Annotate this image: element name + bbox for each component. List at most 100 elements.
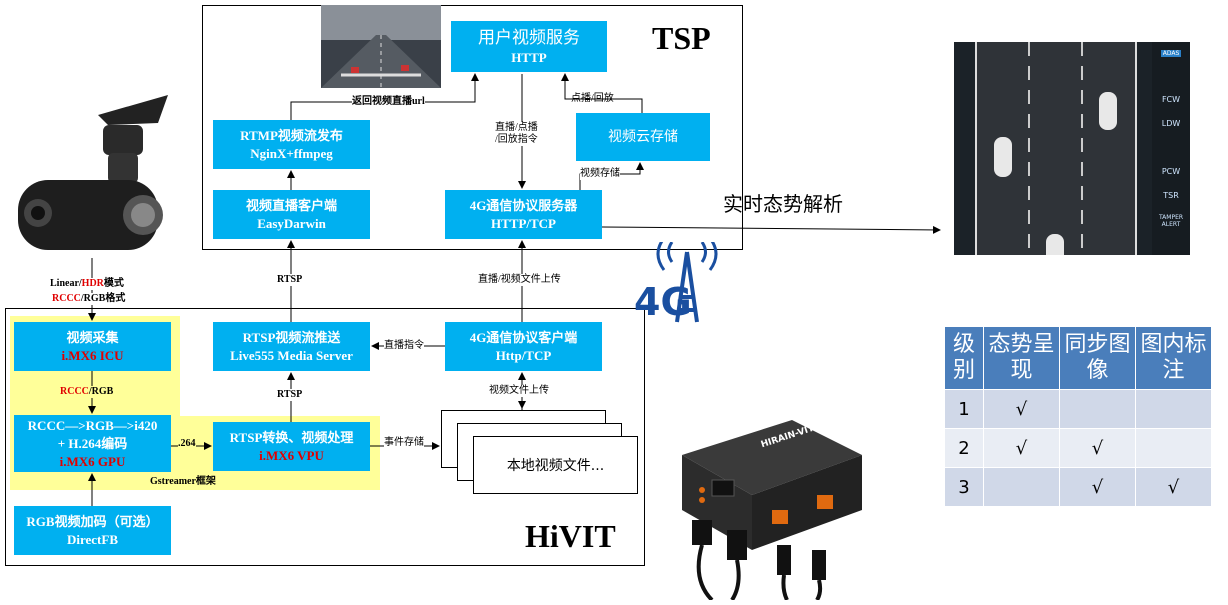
logo-4g: 4G <box>632 237 742 332</box>
rgb-overlay-line1: RGB视频加码（可选） <box>26 513 159 529</box>
rtsp-convert-box: RTSP转换、视频处理 i.MX6 VPU <box>213 422 370 471</box>
rtsp-push-line1: RTSP视频流推送 <box>242 329 341 345</box>
hmi-item-fcw: FCW <box>1161 95 1181 104</box>
arrow-playback <box>561 73 643 113</box>
label-event-store: 事件存储 <box>384 437 424 449</box>
cell <box>983 467 1060 507</box>
realtime-analysis-label: 实时态势解析 <box>723 192 843 216</box>
user-video-service-box: 用户视频服务 HTTP <box>451 21 607 72</box>
rtsp-push-line2: Live555 Media Server <box>230 347 353 363</box>
live-client-line1: 视频直播客户端 <box>245 197 337 213</box>
label-rtsp-b: RTSP <box>277 389 303 401</box>
rtmp-publish-box: RTMP视频流发布 NginX+ffmpeg <box>213 120 370 169</box>
live-client-box: 视频直播客户端 EasyDarwin <box>213 190 370 239</box>
hmi-item-ldw: LDW <box>1161 119 1181 128</box>
label-rgb-part: /RGB <box>88 386 114 397</box>
label-upload-a: 直播/视频文件上传 <box>478 274 561 286</box>
cell: √ <box>1135 467 1212 507</box>
label-rtsp-a: RTSP <box>277 274 303 286</box>
road-hmi-screen: ADAS FCW LDW PCW TSR TAMPER ALERT <box>954 42 1190 255</box>
rgb-overlay-box: RGB视频加码（可选） DirectFB <box>14 506 171 555</box>
local-file-label: 本地视频文件... <box>506 458 605 474</box>
label-gstreamer: Gstreamer框架 <box>150 476 216 488</box>
label-mode: Linear/HDR模式 <box>50 278 124 290</box>
road-lanes-art <box>975 42 1137 255</box>
device-art <box>682 420 862 602</box>
server-4g-line1: 4G通信协议服务器 <box>469 197 578 213</box>
logo-4g-text: 4G <box>634 280 692 324</box>
label-mode-suffix: 模式 <box>103 278 124 289</box>
cloud-storage-box: 视频云存储 <box>576 113 710 161</box>
rtsp-push-box: RTSP视频流推送 Live555 Media Server <box>213 322 370 371</box>
level-table: 级别 态势呈现 同步图像 图内标注 1 √ 2 √ √ 3 √ √ <box>944 326 1212 507</box>
cell: 1 <box>944 389 984 429</box>
label-play-back: 点播/回放 <box>571 93 614 104</box>
server-4g-box: 4G通信协议服务器 HTTP/TCP <box>445 190 602 239</box>
user-video-line2: HTTP <box>511 49 547 65</box>
cell: 3 <box>944 467 984 507</box>
client-4g-line1: 4G通信协议客户端 <box>469 329 578 345</box>
cell: √ <box>1059 467 1136 507</box>
label-upload-b: 视频文件上传 <box>489 385 549 397</box>
encode-line2: + H.264编码 <box>57 435 128 451</box>
hivit-frame <box>5 308 645 566</box>
encode-line3: i.MX6 GPU <box>59 453 126 469</box>
user-video-line1: 用户视频服务 <box>478 27 580 48</box>
rtsp-conv-line1: RTSP转换、视频处理 <box>229 429 354 445</box>
cell: 2 <box>944 428 984 468</box>
arrow-realtime <box>601 225 941 234</box>
hmi-item-tamper: TAMPER ALERT <box>1158 214 1184 228</box>
tsp-frame <box>202 5 743 250</box>
label-mode-linear: Linear/ <box>50 278 82 289</box>
header-situation: 态势呈现 <box>983 326 1060 390</box>
label-return-url: 返回视频直播url <box>352 96 425 108</box>
dashcam-camera-illustration <box>18 95 168 250</box>
rtsp-conv-line2: i.MX6 VPU <box>259 447 324 463</box>
cell: √ <box>983 389 1060 429</box>
label-live-cmd: 直播指令 <box>384 340 424 352</box>
server-4g-line2: HTTP/TCP <box>490 215 556 231</box>
encode-line1: RCCC—>RGB—>i420 <box>27 417 158 433</box>
label-video-store: 视频存储 <box>580 168 620 180</box>
label-rccc-part: RCCC <box>60 386 89 397</box>
road-screen-thumbnail <box>321 5 441 88</box>
hirain-vit-device: HIRAIN-VIT <box>672 400 872 602</box>
road-thumbnail-art <box>321 5 441 88</box>
client-4g-line2: Http/TCP <box>495 347 552 363</box>
header-level: 级别 <box>944 326 984 390</box>
client-4g-box: 4G通信协议客户端 Http/TCP <box>445 322 602 371</box>
local-file-doc-front: 本地视频文件... <box>473 436 638 494</box>
encode-box: RCCC—>RGB—>i420 + H.264编码 i.MX6 GPU <box>14 415 171 472</box>
rtmp-line1: RTMP视频流发布 <box>240 127 343 143</box>
cloud-line1: 视频云存储 <box>608 129 678 145</box>
capture-line2: i.MX6 ICU <box>61 347 124 363</box>
hmi-side-panel: ADAS FCW LDW PCW TSR TAMPER ALERT <box>1152 42 1190 255</box>
cell <box>1059 389 1136 429</box>
label-format-rccc: RCCC <box>52 293 81 304</box>
level-table-header: 级别 态势呈现 同步图像 图内标注 <box>944 326 1212 390</box>
label-rccc-rgb: RCCC/RGB <box>60 386 114 398</box>
header-annotation: 图内标注 <box>1135 326 1212 390</box>
hivit-title: HiVIT <box>525 518 616 554</box>
label-format-suffix: /RGB格式 <box>80 293 126 304</box>
hmi-adas-badge: ADAS <box>1161 50 1181 57</box>
hmi-item-tsr: TSR <box>1163 191 1179 200</box>
rgb-overlay-line2: DirectFB <box>66 531 119 547</box>
label-format: RCCC/RGB格式 <box>52 293 126 305</box>
label-mode-hdr: HDR <box>81 278 104 289</box>
label-cmd: 直播/点播 /回放指令 <box>495 122 538 146</box>
live-client-line2: EasyDarwin <box>257 215 326 231</box>
table-row: 3 √ √ <box>944 467 1212 507</box>
table-row: 2 √ √ <box>944 428 1212 468</box>
label-h264: .264 <box>178 438 196 450</box>
capture-box: 视频采集 i.MX6 ICU <box>14 322 171 371</box>
hmi-item-pcw: PCW <box>1161 167 1181 176</box>
rtmp-line2: NginX+ffmpeg <box>250 145 333 161</box>
tsp-title: TSP <box>652 20 711 56</box>
capture-line1: 视频采集 <box>66 329 119 345</box>
cell <box>1135 389 1212 429</box>
table-row: 1 √ <box>944 389 1212 429</box>
cell: √ <box>983 428 1060 468</box>
cell <box>1135 428 1212 468</box>
cell: √ <box>1059 428 1136 468</box>
